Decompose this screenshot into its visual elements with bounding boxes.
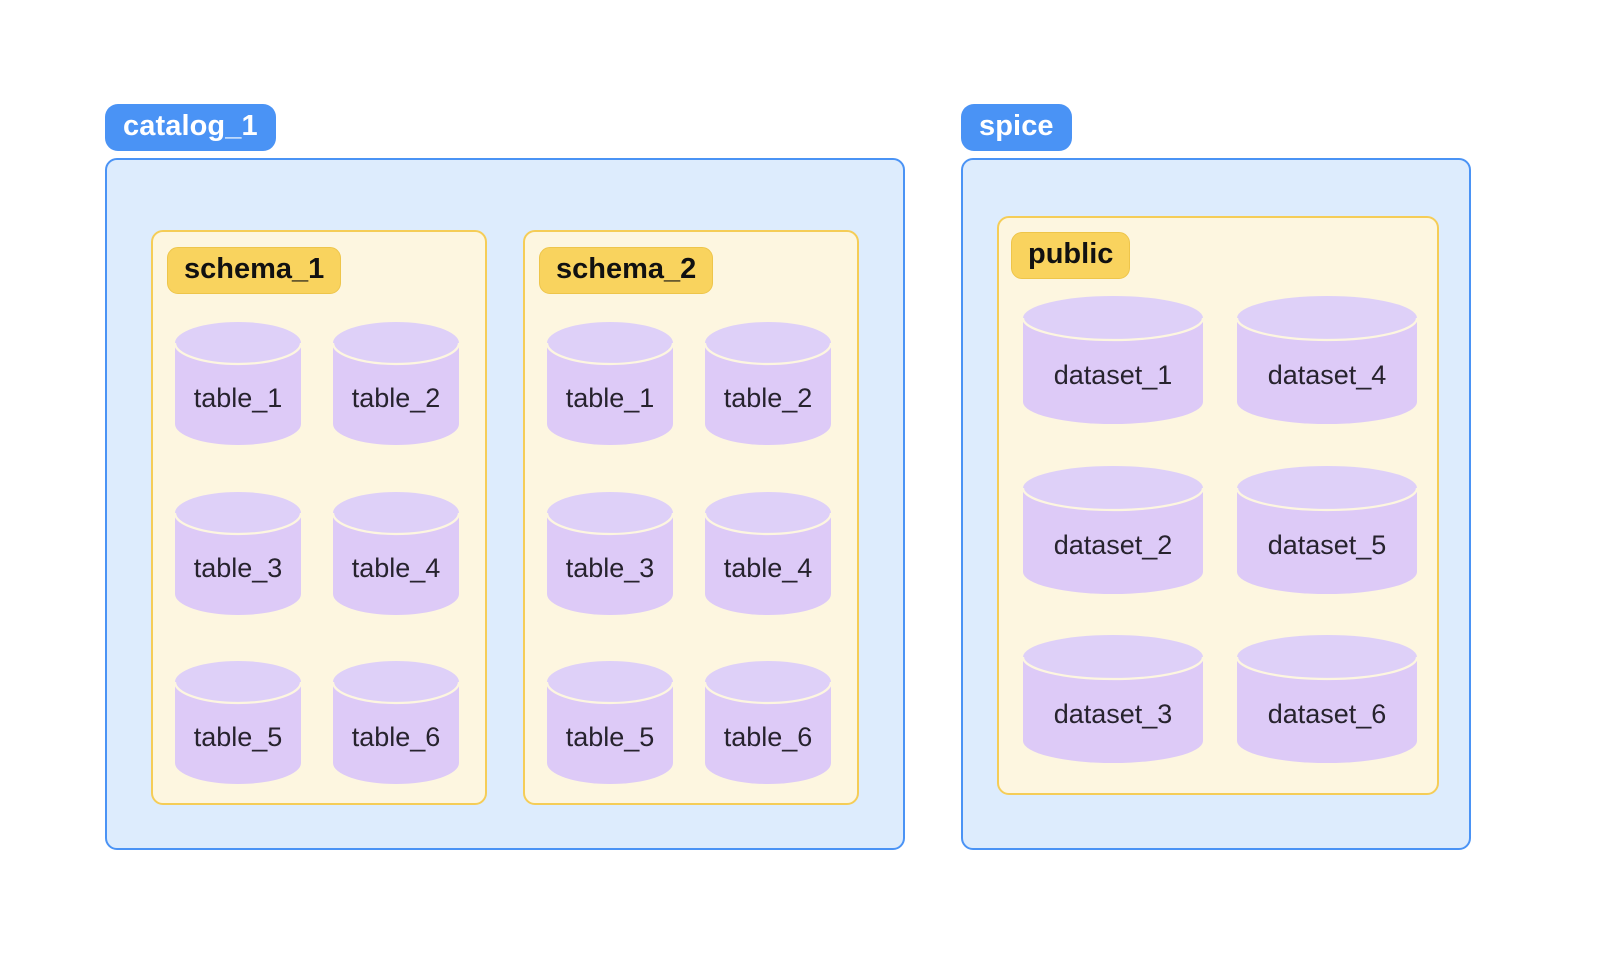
dataset-cylinder[interactable]: dataset_6 [1237, 635, 1417, 763]
table-cylinder[interactable]: table_4 [333, 492, 459, 615]
catalog-badge-spice[interactable]: spice [961, 104, 1072, 152]
table-cylinder[interactable]: table_5 [547, 661, 673, 784]
schema-box-schema_2: schema_2 table_1 table_2 [523, 230, 859, 805]
schema-badge-schema_2[interactable]: schema_2 [539, 247, 714, 295]
table-cylinder[interactable]: table_5 [175, 661, 301, 784]
catalog-group-spice: spice public dataset_1 dataset_4 [961, 104, 1471, 850]
table-cylinder[interactable]: table_1 [175, 322, 301, 445]
table-cylinder[interactable]: table_3 [175, 492, 301, 615]
schema-badge-schema_1[interactable]: schema_1 [167, 247, 342, 295]
dataset-cylinder[interactable]: dataset_1 [1023, 296, 1203, 424]
dataset-cylinder[interactable]: dataset_5 [1237, 466, 1417, 594]
catalog-group-catalog_1: catalog_1 schema_1 table_1 tabl [105, 104, 905, 850]
table-cylinder[interactable]: table_1 [547, 322, 673, 445]
dataset-cylinder[interactable]: dataset_2 [1023, 466, 1203, 594]
dataset-cylinder[interactable]: dataset_4 [1237, 296, 1417, 424]
schema-box-schema_1: schema_1 table_1 table_2 [151, 230, 487, 805]
schema-badge-public[interactable]: public [1011, 232, 1131, 280]
catalog-badge-catalog_1[interactable]: catalog_1 [105, 104, 276, 152]
table-cylinder[interactable]: table_4 [705, 492, 831, 615]
table-cylinder[interactable]: table_2 [333, 322, 459, 445]
catalog-panel-catalog_1: schema_1 table_1 table_2 [105, 158, 905, 850]
dataset-cylinder[interactable]: dataset_3 [1023, 635, 1203, 763]
table-cylinder[interactable]: table_6 [333, 661, 459, 784]
table-cylinder[interactable]: table_2 [705, 322, 831, 445]
schema-box-public: public dataset_1 dataset_4 [997, 216, 1439, 795]
table-cylinder[interactable]: table_3 [547, 492, 673, 615]
table-cylinder[interactable]: table_6 [705, 661, 831, 784]
catalog-panel-spice: public dataset_1 dataset_4 [961, 158, 1471, 850]
